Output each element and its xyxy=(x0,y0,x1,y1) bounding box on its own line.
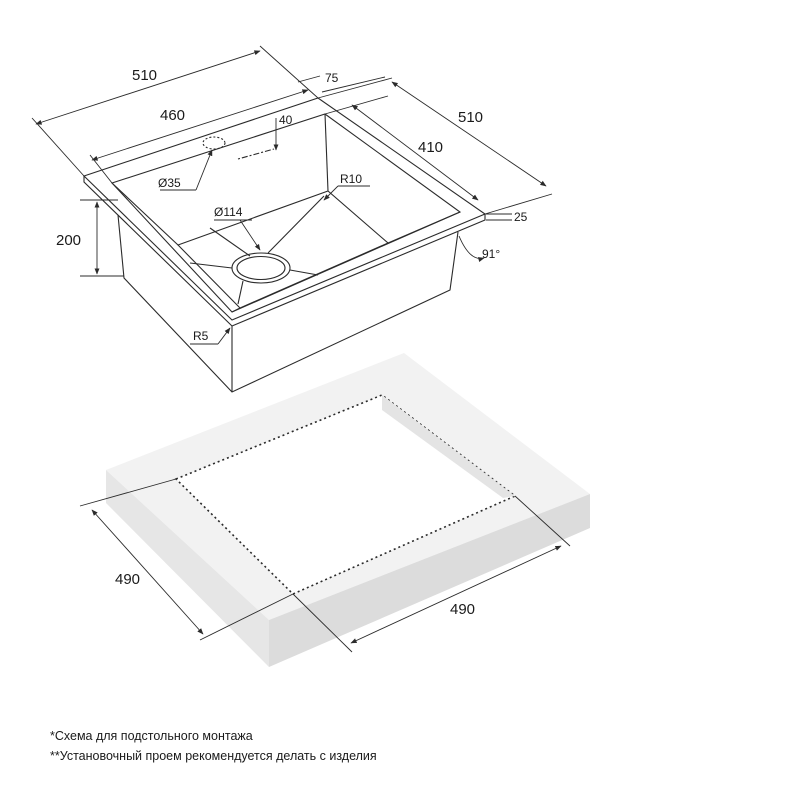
dim-rim-offset-label: 75 xyxy=(325,71,339,85)
dim-bottom-radius-label: R5 xyxy=(193,329,209,343)
dim-outer-width-label: 510 xyxy=(132,67,157,84)
dim-inner-width-label: 460 xyxy=(160,107,185,124)
cutout-width-label: 490 xyxy=(450,601,475,618)
footnote-mounting: *Схема для подстольного монтажа xyxy=(50,729,253,743)
dim-drain-label: Ø114 xyxy=(214,205,243,219)
cutout-inner-wall xyxy=(382,395,515,498)
cutout-depth-label: 490 xyxy=(115,571,140,588)
drain-hole xyxy=(231,252,291,284)
dim-inner-depth-label: 410 xyxy=(418,139,443,156)
dim-corner-radius-label: R10 xyxy=(340,172,362,186)
countertop xyxy=(106,353,590,667)
sink-dimensions xyxy=(31,45,553,345)
dim-rim-height-label: 25 xyxy=(514,210,528,224)
dim-tap-offset-label: 40 xyxy=(279,113,293,127)
cutout-dimensions xyxy=(79,478,571,653)
footnote-cutout: **Установочный проем рекомендуется делат… xyxy=(50,749,377,763)
dim-tap-hole-label: Ø35 xyxy=(158,176,181,190)
dim-angle-label: 91° xyxy=(482,247,500,261)
dim-outer-depth-label: 510 xyxy=(458,109,483,126)
footnotes: *Схема для подстольного монтажа **Устано… xyxy=(50,726,377,766)
dim-height-label: 200 xyxy=(56,232,81,249)
